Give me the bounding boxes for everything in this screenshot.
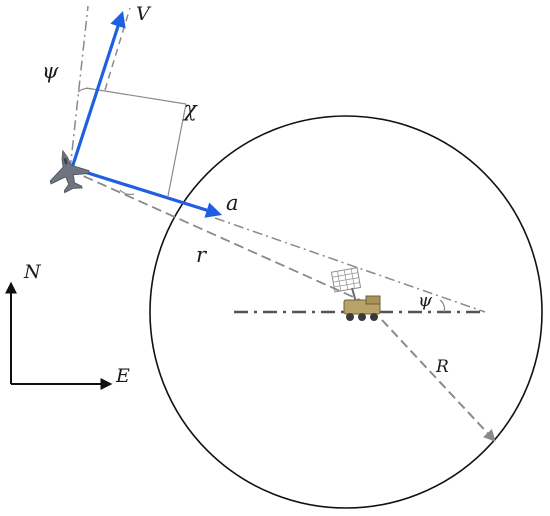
acceleration-vector	[71, 166, 223, 218]
chi-bracket-side	[167, 103, 187, 197]
psi-arc-radar	[439, 299, 446, 313]
radius-label: R	[435, 357, 449, 377]
los-extension-line	[214, 217, 486, 313]
velocity-label: V	[136, 3, 152, 25]
psi-arc-aircraft	[77, 87, 93, 93]
east-label: E	[115, 365, 130, 387]
acceleration-label: a	[226, 191, 239, 215]
fighter-jet-icon	[49, 149, 91, 194]
coverage-circle	[149, 115, 543, 509]
chi-bracket-top	[85, 87, 187, 105]
chi-label: χ	[182, 97, 198, 121]
velocity-vector	[70, 10, 126, 169]
radius-arrow	[381, 319, 496, 442]
heading-angle-label: ψ	[42, 59, 59, 83]
north-label: N	[23, 261, 42, 283]
velocity-extension-line	[104, 7, 131, 91]
range-label: r	[196, 243, 208, 267]
north-reference-line	[69, 5, 89, 171]
radar-vehicle-icon	[330, 267, 381, 321]
line-of-sight	[69, 169, 361, 301]
right-angle-mark	[119, 189, 135, 196]
los-angle-label: ψ	[418, 290, 433, 311]
